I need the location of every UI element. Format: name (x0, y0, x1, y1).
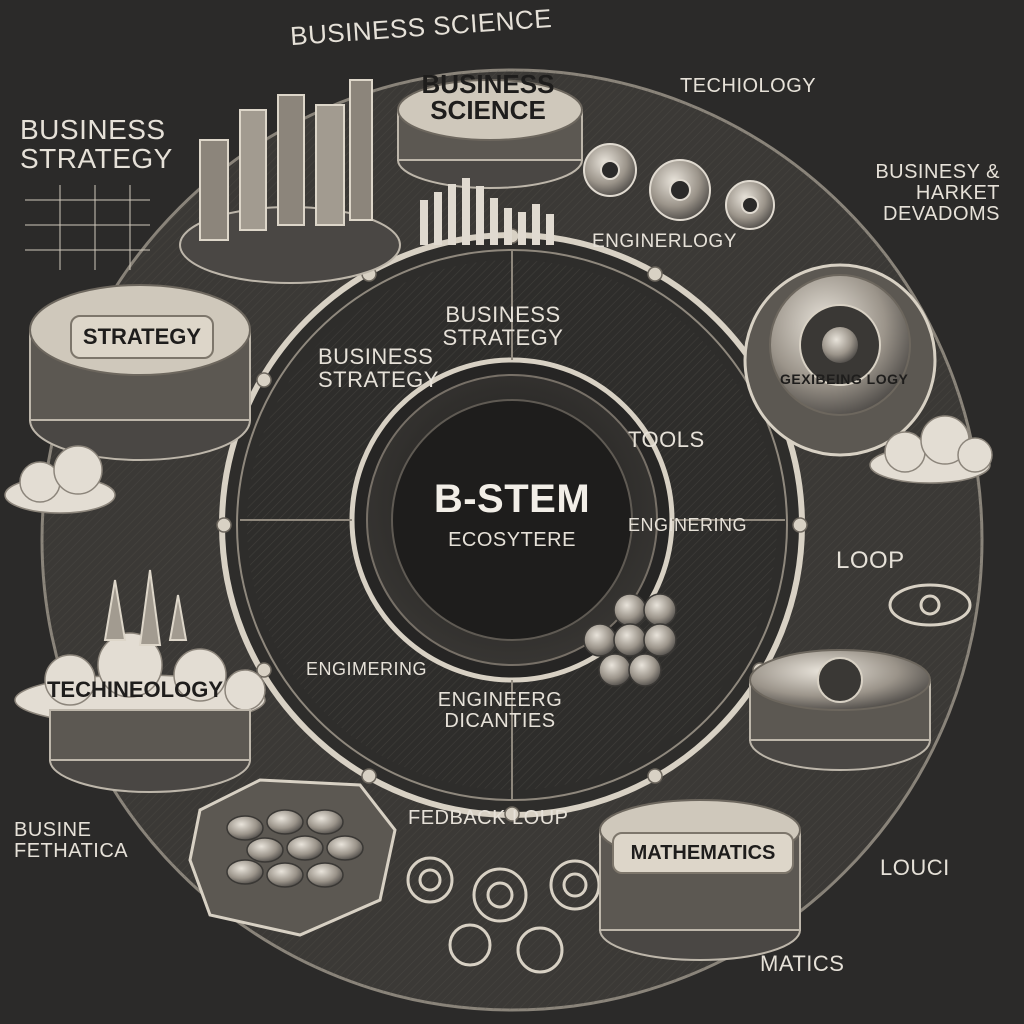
gears-cluster (583, 143, 775, 230)
top-right-label: TECHIOLOGY (680, 75, 817, 97)
center-title: B-STEM (433, 477, 591, 521)
bar-chart-icon (420, 178, 554, 245)
mathematics-plaque: MATHEMATICS (612, 832, 794, 874)
spokes (240, 250, 785, 800)
top-center-plaque: BUSINESS SCIENCE (421, 69, 555, 125)
loop-label: LOOP (836, 547, 905, 574)
strategy-plaque: STRATEGY (70, 315, 214, 359)
strategy-grid (25, 185, 150, 270)
gear-medallion (743, 263, 937, 457)
center-subtitle: ECOSYTERE (448, 529, 576, 551)
eye-icon (888, 583, 972, 627)
spires (103, 569, 188, 646)
business-science-pedestal (397, 79, 583, 189)
hex-pedestal (188, 778, 397, 937)
top-left-label: BUSINESS STRATEGY (20, 114, 173, 175)
mathematics-pedestal (599, 799, 801, 961)
city-towers-pedestal (179, 79, 401, 284)
tools-label: TOOLS (628, 427, 705, 452)
engineering-lower-label: ENGIMERING (306, 659, 428, 679)
engineering-dicanties-label: ENGINEERG DICANTIES (437, 689, 563, 732)
bottom-left-label: BUSINE FETHATICA (14, 819, 129, 862)
engine-label: ENGINERLOGY (592, 231, 737, 252)
ring-business-strategy-top: BUSINESS STRATEGY (442, 302, 564, 351)
gear-badge-label: GEXIBEING LOGY (780, 371, 909, 387)
inner-hex-cluster (583, 593, 677, 687)
clockwork-pedestal (749, 649, 931, 771)
bottom-right-louci-label: LOUCI (880, 855, 950, 880)
technology-pedestal (49, 709, 251, 793)
right-top-label: BUSINESY & HARKET DEVADOMS (875, 161, 1000, 225)
bottom-right-matics-label: MATICS (760, 951, 845, 976)
ring-business-strategy-left: BUSINESS STRATEGY (318, 344, 439, 393)
feedback-loop-label: FEDBACK LOUP (408, 807, 569, 829)
cloud-right (869, 415, 993, 484)
cloud-left (4, 445, 116, 514)
engineering-right-label: ENGINERING (628, 515, 748, 535)
strategy-pedestal (29, 284, 251, 461)
technology-plaque: TECHINEOLOGY (46, 677, 223, 702)
